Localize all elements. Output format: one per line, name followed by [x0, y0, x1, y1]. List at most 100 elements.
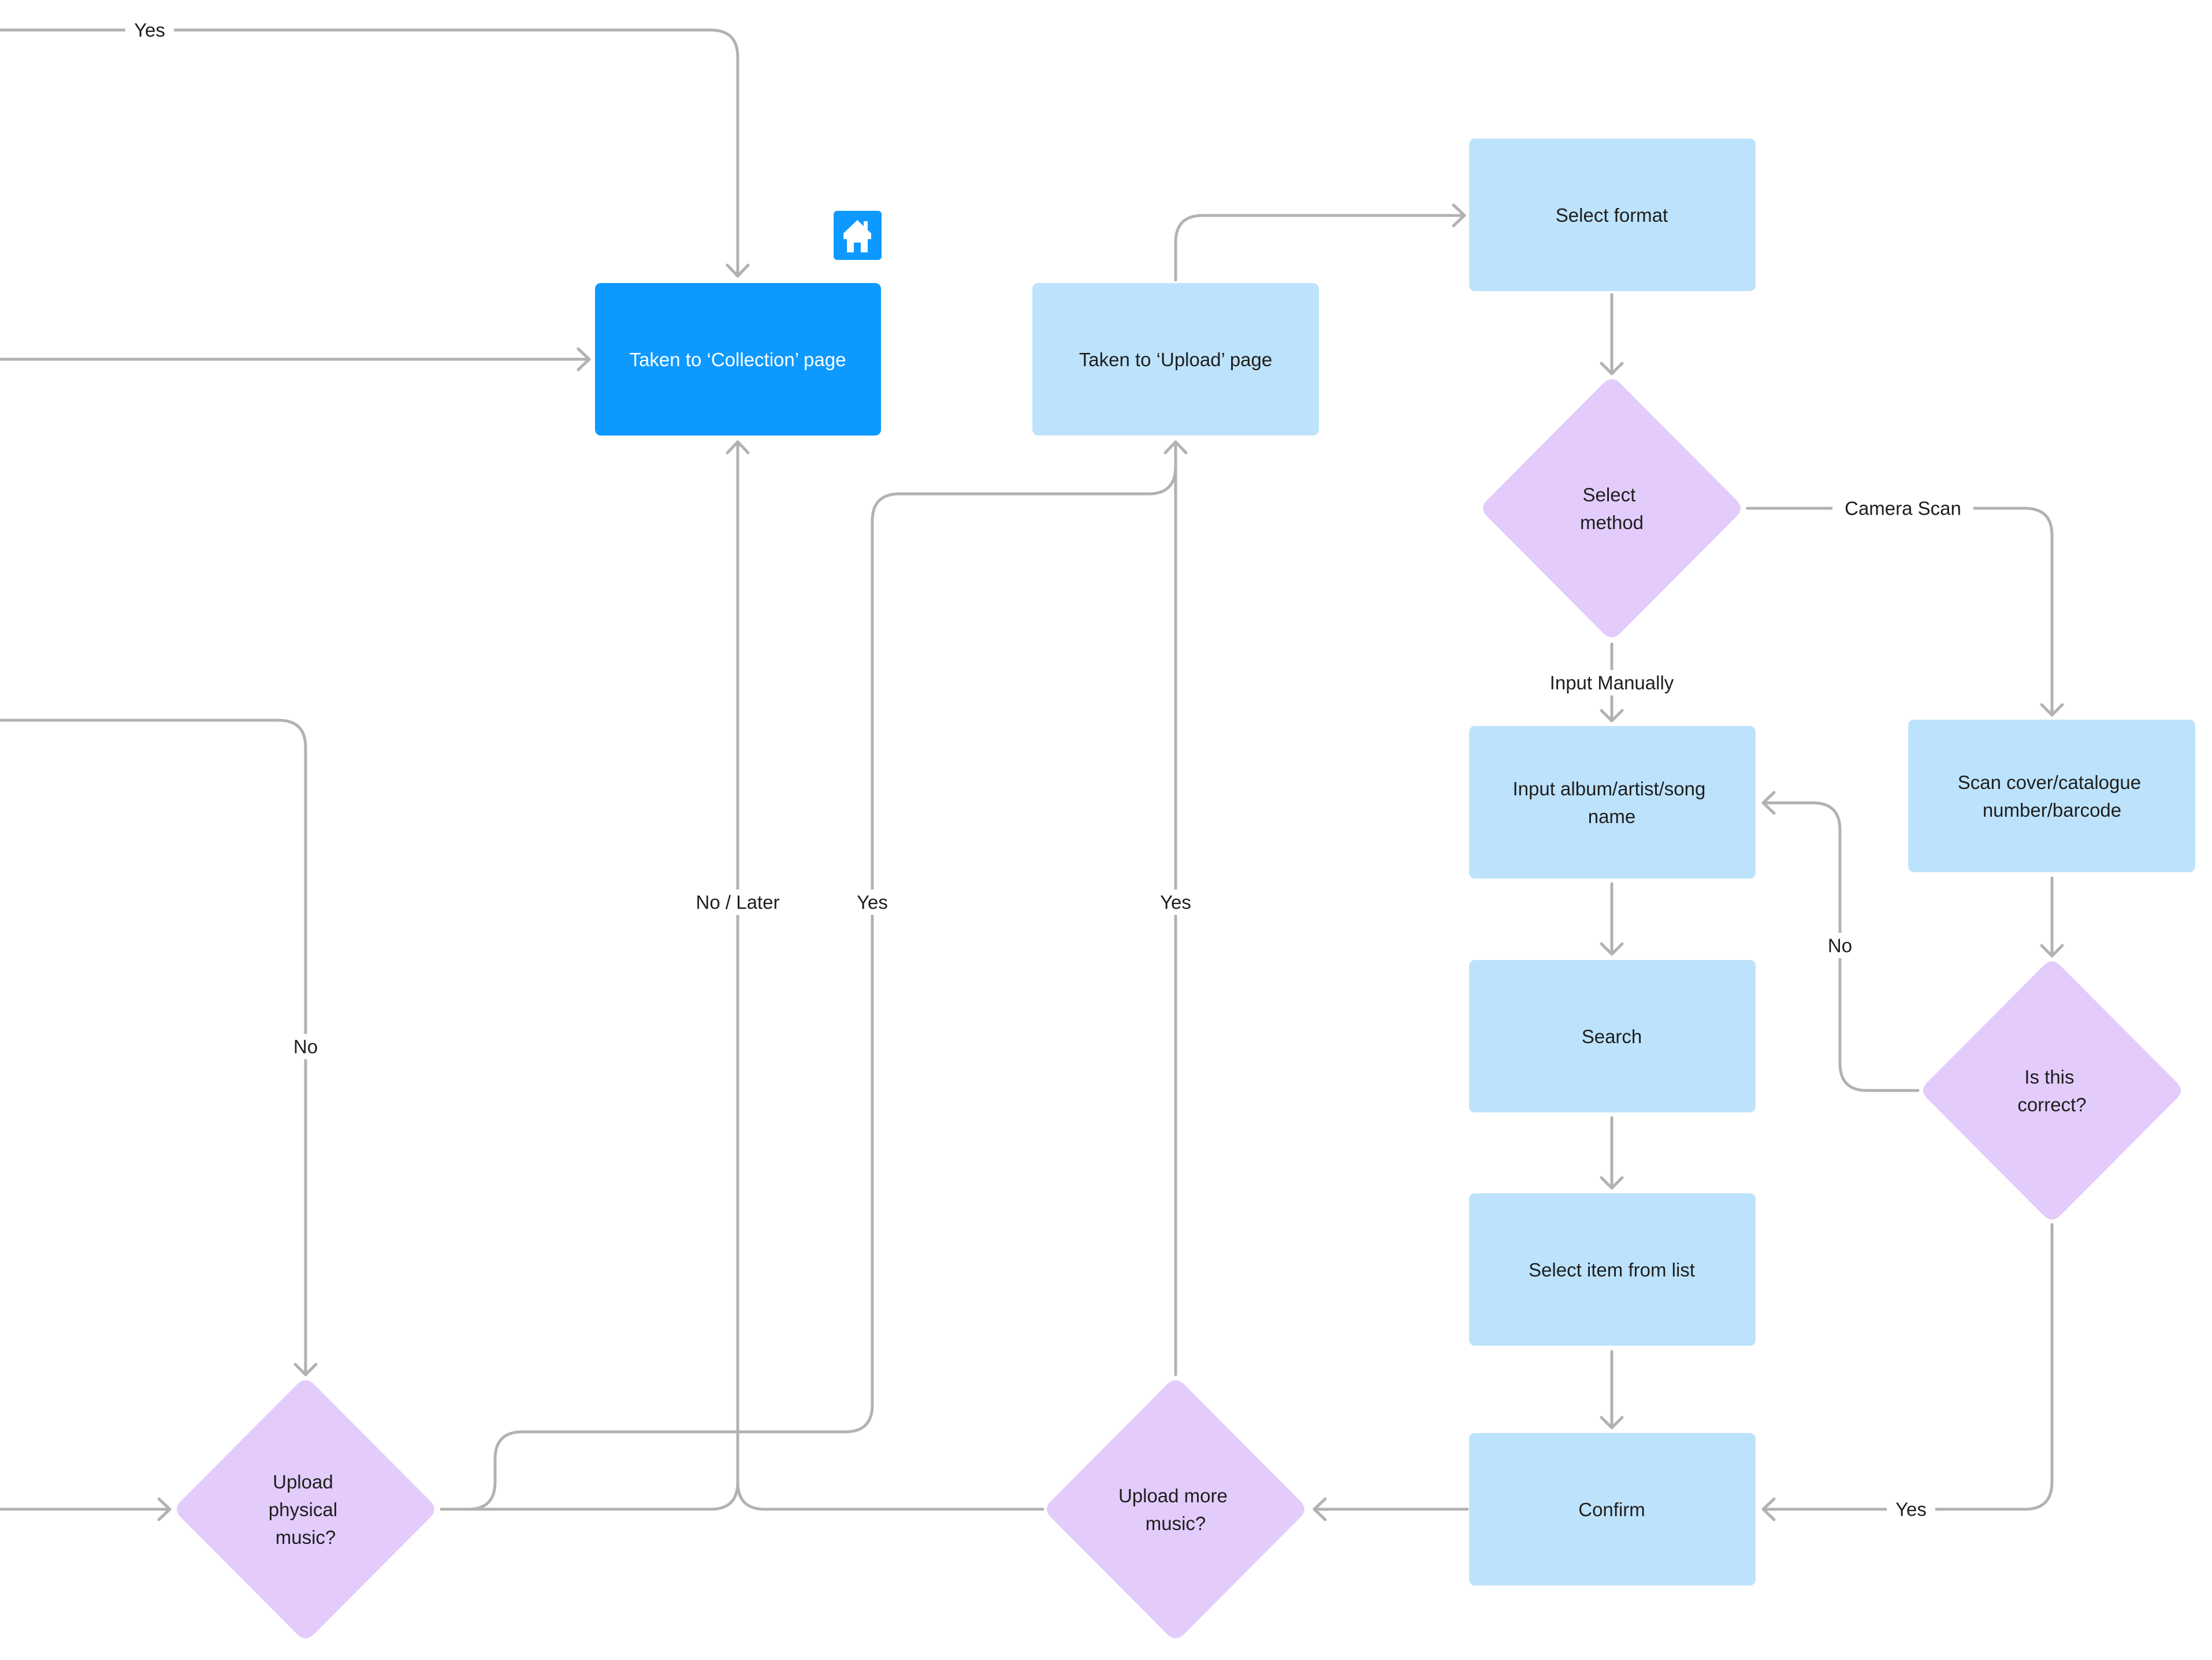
node-text: Select method	[1580, 484, 1644, 533]
arrow-head	[726, 263, 750, 278]
node-shape	[1032, 283, 1319, 436]
arrow-head	[157, 1497, 172, 1521]
node-text-line: physical	[269, 1499, 337, 1520]
edge-label-bg	[1540, 670, 1683, 695]
arrow-head	[2040, 703, 2064, 717]
node-text-line: Input album/artist/song	[1512, 778, 1705, 799]
node-shape	[1923, 961, 2181, 1220]
node-select-method[interactable]: Select method	[1483, 379, 1741, 638]
node-shape	[595, 283, 881, 436]
arrow-head	[1761, 1497, 1776, 1521]
node-select-item[interactable]: Select item from list	[1469, 1193, 1756, 1346]
connector-physical-yes	[440, 440, 1177, 1511]
connector-physical-no-later	[440, 1480, 739, 1511]
node-scan[interactable]: Scan cover/catalogue number/barcode	[1908, 720, 2195, 872]
edge-label-yes-physical: Yes	[848, 889, 897, 915]
node-text: Input album/artist/song name	[1512, 778, 1711, 827]
edge-label-bg	[1151, 889, 1200, 915]
node-text: Taken to ‘Upload’ page	[1079, 349, 1273, 370]
connector-upload-to-format	[1174, 214, 1466, 282]
edge-label-bg	[285, 1034, 326, 1059]
arrow-head	[1313, 1497, 1327, 1521]
home-icon	[834, 211, 882, 260]
node-shape	[1469, 1433, 1756, 1585]
node-upload-page[interactable]: Taken to ‘Upload’ page	[1032, 283, 1319, 436]
node-text-line: Select	[1583, 484, 1636, 505]
edge-label-bg	[1820, 933, 1860, 958]
node-text: Search	[1582, 1026, 1642, 1047]
node-shape	[1047, 1380, 1304, 1639]
connector-correct-yes	[1761, 1223, 2054, 1511]
edge-label-no-correct: No	[1820, 933, 1860, 958]
node-collection-page[interactable]: Taken to ‘Collection’ page	[595, 283, 881, 436]
node-search[interactable]: Search	[1469, 960, 1756, 1112]
node-shape	[1469, 1193, 1756, 1346]
arrow-head	[2040, 944, 2064, 958]
arrow-head	[1600, 1176, 1624, 1190]
node-text-line: music?	[276, 1527, 336, 1548]
node-text-line: music?	[1146, 1513, 1206, 1534]
arrow-head	[1600, 1416, 1624, 1430]
edge-label-no-later: No / Later	[689, 889, 787, 915]
node-upload-physical[interactable]: Upload physical music?	[177, 1380, 434, 1639]
connector-left-no	[0, 719, 307, 1376]
node-text: Scan cover/catalogue number/barcode	[1958, 772, 2147, 821]
edge-label-bg	[1887, 1497, 1935, 1522]
edge-label-text: Yes	[1895, 1499, 1927, 1520]
edge-label-text: Yes	[134, 20, 165, 41]
node-is-correct[interactable]: Is this correct?	[1923, 961, 2181, 1220]
node-text-line: correct?	[2017, 1094, 2086, 1115]
node-shape	[1469, 139, 1756, 291]
node-text-line: method	[1580, 512, 1644, 533]
node-confirm[interactable]: Confirm	[1469, 1433, 1756, 1585]
edge-label-bg	[689, 889, 787, 915]
node-text-line: number/barcode	[1983, 799, 2121, 821]
node-text: Upload physical music?	[269, 1471, 343, 1548]
node-text-line: Search	[1582, 1026, 1642, 1047]
edge-label-yes-correct: Yes	[1887, 1497, 1935, 1522]
edge-label-text: Yes	[857, 892, 888, 913]
node-text-line: Is this	[2024, 1066, 2074, 1088]
node-upload-more[interactable]: Upload more music?	[1047, 1380, 1304, 1639]
arrow-head	[1452, 203, 1466, 228]
node-text: Taken to ‘Collection’ page	[630, 349, 846, 370]
edge-label-bg	[125, 17, 174, 43]
arrow-head	[293, 1363, 318, 1376]
node-text-line: Upload	[273, 1471, 333, 1492]
node-text: Is this correct?	[2017, 1066, 2086, 1115]
node-text-line: name	[1588, 806, 1636, 827]
connectors	[0, 28, 2064, 1521]
node-text-line: Select item from list	[1529, 1259, 1695, 1281]
edge-label-camera-scan: Camera Scan	[1832, 496, 1973, 521]
node-text: Select format	[1556, 204, 1668, 226]
node-shape	[1469, 726, 1756, 879]
edge-labels: Yes No No / Later Yes Yes Camera Scan In…	[125, 17, 1973, 1522]
node-text-line: Confirm	[1578, 1499, 1645, 1520]
edge-label-yes-more: Yes	[1151, 889, 1200, 915]
arrow-head	[1600, 362, 1624, 375]
home-icon-chimney	[864, 221, 868, 229]
edge-label-text: Yes	[1160, 892, 1191, 913]
node-text-line: Scan cover/catalogue	[1958, 772, 2141, 793]
edge-label-input-manually: Input Manually	[1540, 670, 1683, 695]
node-text: Select item from list	[1529, 1259, 1695, 1281]
node-text-line: Taken to ‘Upload’ page	[1079, 349, 1273, 370]
node-text-line: Upload more	[1118, 1485, 1228, 1506]
node-shape	[1483, 379, 1741, 638]
edge-label-text: Camera Scan	[1845, 498, 1961, 519]
node-input-manual[interactable]: Input album/artist/song name	[1469, 726, 1756, 879]
node-shape	[177, 1380, 434, 1639]
node-text: Upload more music?	[1118, 1485, 1233, 1534]
node-text-line: Select format	[1556, 204, 1668, 226]
node-select-format[interactable]: Select format	[1469, 139, 1756, 291]
edge-label-bg	[848, 889, 897, 915]
nodes: Taken to ‘Collection’ page Taken to ‘Upl…	[177, 139, 2195, 1639]
node-text: Confirm	[1578, 1499, 1645, 1520]
edge-label-text: Input Manually	[1550, 672, 1674, 694]
arrow-head	[726, 440, 750, 455]
arrow-head	[1761, 791, 1776, 815]
connector-method-to-scan	[1746, 507, 2054, 717]
arrow-head	[1600, 942, 1624, 956]
edge-label-text: No	[1828, 935, 1852, 956]
